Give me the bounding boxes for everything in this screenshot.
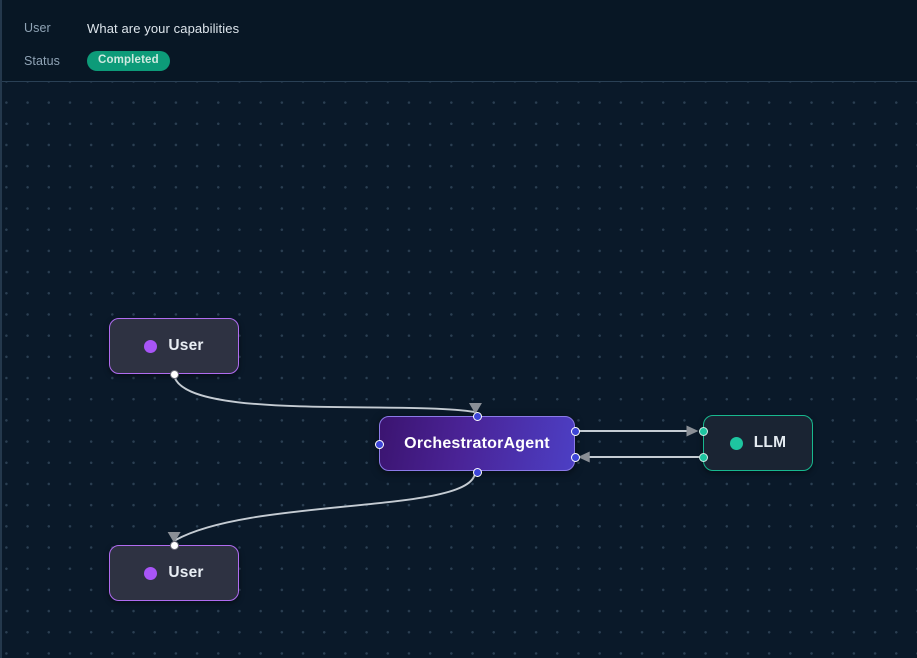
meta-row-user: User What are your capabilities [24, 17, 917, 39]
node-user-bottom[interactable]: User [109, 545, 239, 601]
handle-user-top-source[interactable] [169, 369, 179, 379]
handle-orchestrator-right-lower[interactable] [570, 452, 580, 462]
meta-value-user-prompt: What are your capabilities [87, 20, 240, 36]
user-status-dot [144, 566, 158, 580]
node-llm[interactable]: LLM [703, 415, 813, 471]
node-llm-label: LLM [753, 434, 787, 451]
handle-user-bottom-target[interactable] [169, 540, 179, 550]
edge-user-top-to-orchestrator [172, 371, 482, 414]
node-orchestrator-agent[interactable]: OrchestratorAgent [379, 416, 575, 471]
flow-canvas[interactable]: User OrchestratorAgent LLM U [2, 82, 917, 658]
handle-orchestrator-top[interactable] [472, 411, 482, 421]
edge-orchestrator-to-user-bottom [167, 471, 476, 543]
handle-llm-left-lower[interactable] [698, 452, 708, 462]
node-orchestrator-label: OrchestratorAgent [404, 434, 550, 452]
meta-row-status: Status Completed [24, 50, 917, 72]
handle-orchestrator-bottom[interactable] [472, 467, 482, 477]
status-badge: Completed [87, 50, 170, 72]
node-user-bottom-content: User [144, 564, 203, 582]
node-user-top[interactable]: User [109, 318, 239, 374]
run-summary-header: User What are your capabilities Status C… [2, 0, 917, 82]
node-user-top-label: User [168, 337, 204, 354]
edge-llm-to-orchestrator [577, 451, 700, 463]
edge-orchestrator-to-llm [576, 425, 699, 437]
handle-llm-left-upper[interactable] [698, 426, 708, 436]
node-user-bottom-label: User [168, 564, 204, 581]
node-user-top-content: User [144, 337, 203, 355]
handle-orchestrator-right-upper[interactable] [570, 426, 580, 436]
node-llm-content: LLM [729, 434, 787, 452]
handle-orchestrator-left[interactable] [374, 439, 384, 449]
user-status-dot [144, 339, 158, 353]
meta-label-user: User [24, 21, 51, 35]
llm-status-dot [729, 436, 743, 450]
node-orchestrator-content: OrchestratorAgent [404, 435, 550, 453]
meta-label-status: Status [24, 54, 61, 68]
